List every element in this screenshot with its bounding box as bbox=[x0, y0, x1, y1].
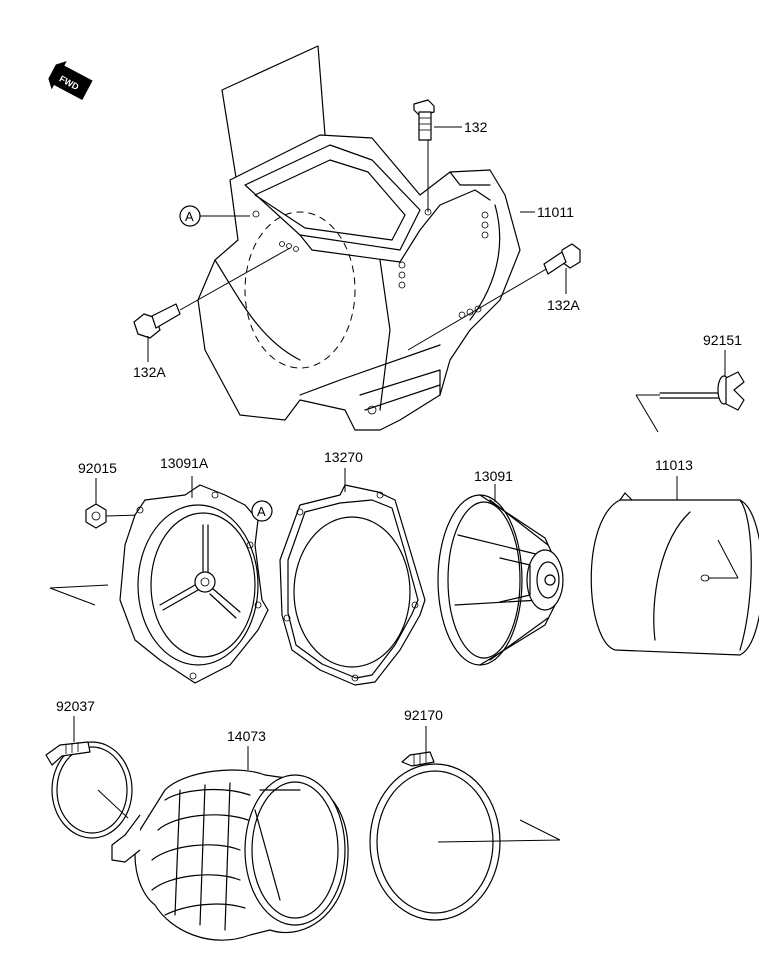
ref-marker-a-top-text: A bbox=[185, 209, 194, 224]
label-14073: 14073 bbox=[227, 728, 266, 744]
air-filter-11013 bbox=[590, 476, 759, 656]
label-92037: 92037 bbox=[56, 698, 95, 714]
label-92151: 92151 bbox=[703, 332, 742, 348]
label-13091a: 13091A bbox=[160, 455, 209, 471]
label-13091: 13091 bbox=[474, 468, 513, 484]
label-92015: 92015 bbox=[78, 460, 117, 476]
bolt-132a-left bbox=[133, 303, 181, 362]
intake-duct-14073 bbox=[111, 746, 349, 941]
clamp-92037 bbox=[45, 716, 133, 839]
bolt-132 bbox=[413, 99, 462, 141]
label-92170: 92170 bbox=[404, 707, 443, 723]
gasket-13270 bbox=[279, 468, 426, 686]
bolt-132a-right bbox=[543, 243, 581, 294]
air-cleaner-housing bbox=[179, 45, 549, 431]
ref-marker-a-top: A bbox=[179, 205, 250, 227]
clamp-92170 bbox=[369, 726, 561, 921]
label-11011: 11011 bbox=[537, 204, 574, 220]
element-holder-13091a bbox=[49, 476, 269, 684]
label-13270: 13270 bbox=[324, 449, 363, 465]
label-132a-left: 132A bbox=[133, 364, 166, 380]
label-11013: 11013 bbox=[655, 457, 693, 473]
ref-marker-a-mid-text: A bbox=[257, 504, 266, 519]
fwd-arrow-icon: FWD bbox=[48, 61, 93, 101]
label-132: 132 bbox=[464, 119, 488, 135]
element-frame-13091 bbox=[437, 484, 564, 666]
ref-marker-a-mid: A bbox=[251, 500, 273, 522]
label-132a-right: 132A bbox=[547, 297, 580, 313]
wing-bolt-92151 bbox=[635, 350, 745, 433]
